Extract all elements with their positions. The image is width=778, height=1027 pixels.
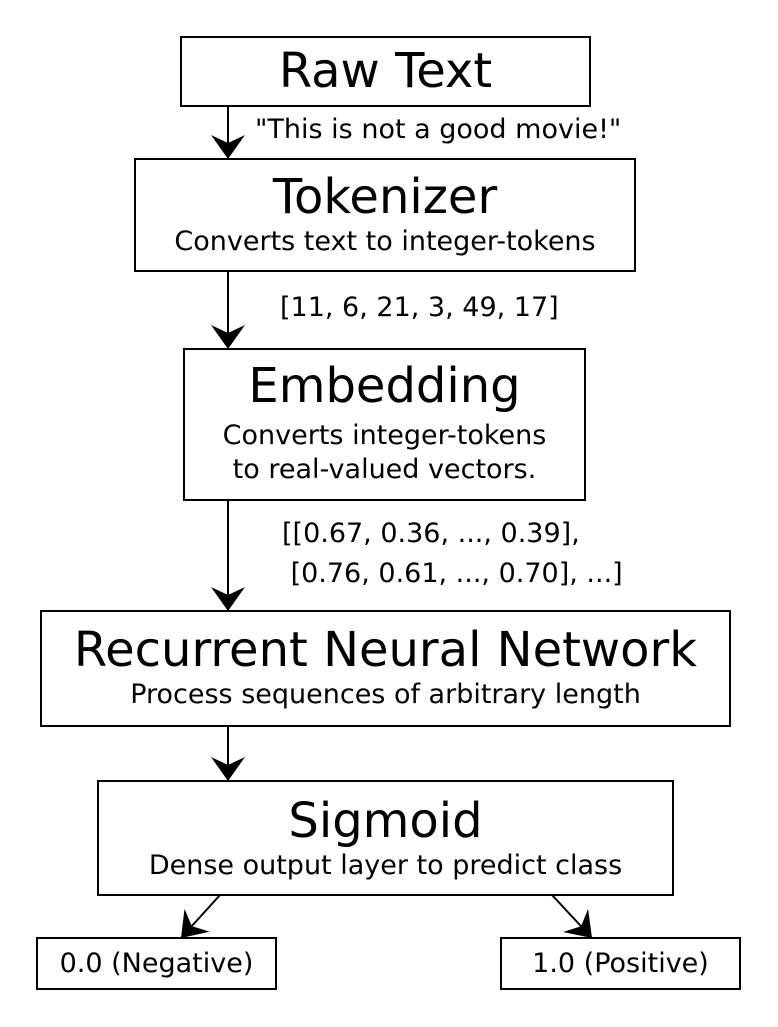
rnn-desc: Process sequences of arbitrary length: [130, 679, 641, 710]
edge-label-vectors-line1: [[0.67, 0.36, ..., 0.39],: [282, 518, 580, 549]
sigmoid-desc: Dense output layer to predict class: [148, 850, 623, 881]
rnn-title: Recurrent Neural Network: [73, 622, 698, 678]
raw-text-title: Raw Text: [278, 43, 493, 99]
edge-label-vectors-line2: [0.76, 0.61, ..., 0.70], ...]: [282, 558, 623, 589]
tokenizer-title: Tokenizer: [272, 169, 498, 225]
sigmoid-title: Sigmoid: [288, 793, 483, 849]
arrow-sigmoid-to-positive: [551, 894, 593, 939]
embedding-desc-line2: to real-valued vectors.: [232, 454, 537, 485]
positive-output-label: 1.0 (Positive): [532, 948, 709, 979]
embedding-desc-line1: Converts integer-tokens: [222, 420, 547, 451]
edge-label-raw-text: "This is not a good movie!": [255, 114, 622, 145]
tokenizer-desc: Converts text to integer-tokens: [174, 226, 596, 257]
raw-text-node: Raw Text: [180, 36, 591, 107]
negative-output-node: 0.0 (Negative): [36, 937, 277, 990]
embedding-node: Embedding Converts integer-tokens to rea…: [183, 348, 586, 501]
embedding-title: Embedding: [248, 358, 521, 414]
rnn-node: Recurrent Neural Network Process sequenc…: [40, 610, 731, 727]
arrow-sigmoid-to-negative: [180, 894, 221, 939]
negative-output-label: 0.0 (Negative): [59, 948, 254, 979]
positive-output-node: 1.0 (Positive): [500, 937, 741, 990]
tokenizer-node: Tokenizer Converts text to integer-token…: [134, 158, 636, 272]
sigmoid-node: Sigmoid Dense output layer to predict cl…: [97, 780, 674, 896]
edge-label-tokens: [11, 6, 21, 3, 49, 17]: [280, 292, 559, 323]
